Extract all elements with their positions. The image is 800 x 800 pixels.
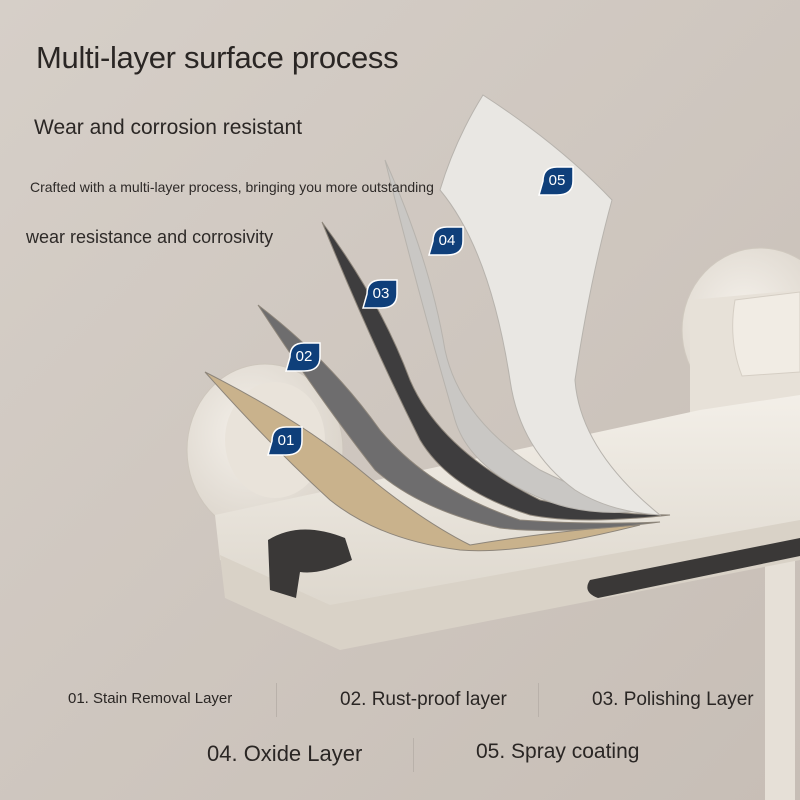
layer-sheet-stain-removal <box>204 371 641 552</box>
badge-04 <box>428 226 464 256</box>
badge-label-02: 02 <box>295 348 313 365</box>
shelf-front <box>220 520 800 650</box>
shower-holder <box>268 529 352 598</box>
badge-label-05: 05 <box>548 172 566 189</box>
caption-stain-removal-layer: 01. Stain Removal Layer <box>68 690 233 707</box>
badge-label-03: 03 <box>372 285 390 302</box>
page-subtitle: Wear and corrosion resistant <box>34 116 303 139</box>
badge-01 <box>267 426 303 456</box>
page-title: Multi-layer surface process <box>36 40 399 75</box>
badge-label-04: 04 <box>438 232 456 249</box>
badge-05 <box>538 166 574 196</box>
caption-oxide-layer: 04. Oxide Layer <box>207 741 363 766</box>
description-line-1: Crafted with a multi-layer process, brin… <box>30 179 434 195</box>
layer-badges <box>267 166 574 456</box>
caption-polishing-layer: 03. Polishing Layer <box>592 689 754 710</box>
caption-rust-proof-layer: 02. Rust-proof layer <box>340 689 507 710</box>
badge-03 <box>362 279 398 309</box>
caption-divider <box>538 683 539 717</box>
surface-layers <box>204 94 671 552</box>
control-knob <box>732 291 800 377</box>
caption-divider <box>276 683 277 717</box>
description-line-2: wear resistance and corrosivity <box>26 227 274 247</box>
badge-label-01: 01 <box>277 432 295 449</box>
shelf-grip-strip <box>587 538 800 598</box>
caption-spray-coating: 05. Spray coating <box>476 740 640 763</box>
layer-sheet-spray-coating <box>439 94 662 516</box>
shower-pipe <box>765 560 795 800</box>
caption-divider <box>413 738 414 772</box>
badge-02 <box>285 342 321 372</box>
layer-sheet-rust-proof <box>257 304 661 531</box>
layer-sheet-polishing <box>321 221 671 521</box>
